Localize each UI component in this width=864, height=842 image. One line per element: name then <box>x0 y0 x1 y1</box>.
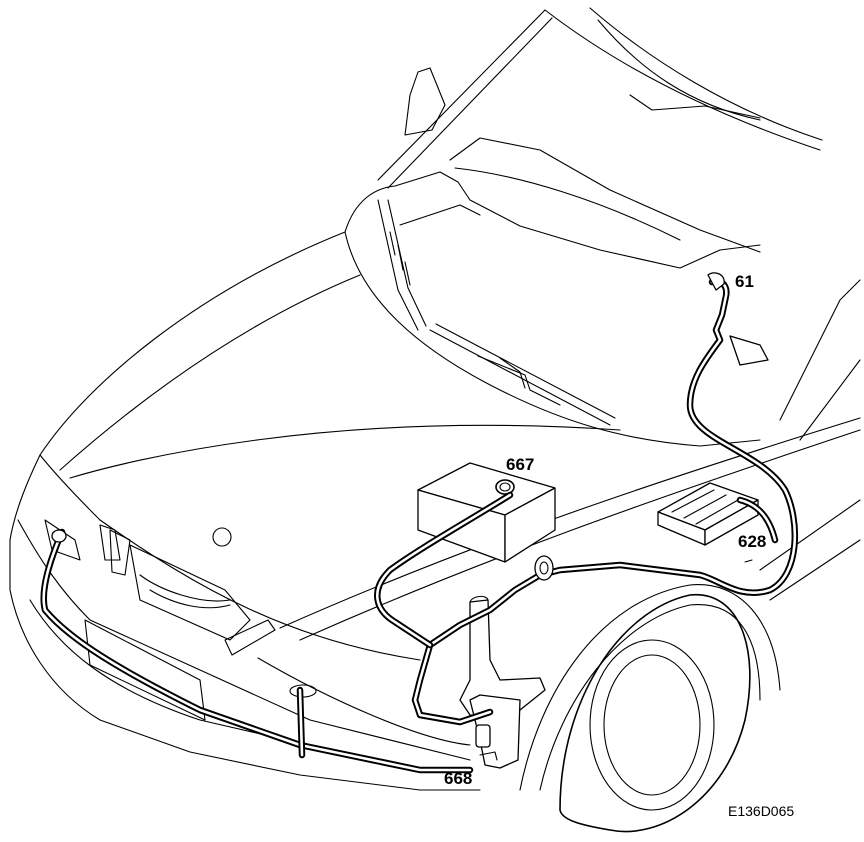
wiring-harness <box>40 272 799 774</box>
control-unit <box>657 482 759 546</box>
document-reference: E136D065 <box>728 803 795 819</box>
callout-61: 61 <box>735 272 754 291</box>
callout-668: 668 <box>444 769 473 788</box>
grille <box>129 544 251 641</box>
headlight-right <box>224 619 276 656</box>
callout-667: 667 <box>506 455 535 474</box>
front-wheel <box>519 279 861 833</box>
windscreen <box>377 7 823 253</box>
callout-628: 628 <box>738 532 767 551</box>
front-bumper <box>9 454 481 791</box>
leader-628 <box>744 559 753 563</box>
cowl-panel <box>344 171 761 447</box>
